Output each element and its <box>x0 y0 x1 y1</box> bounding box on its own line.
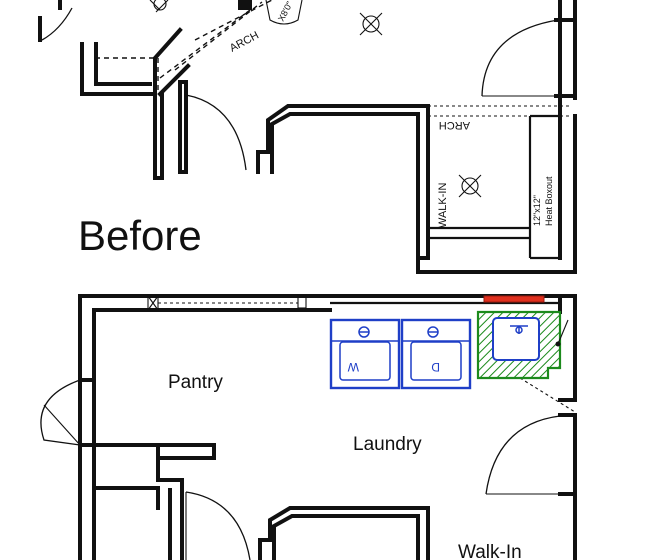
heat-boxout-label: Heat Boxout <box>544 176 554 226</box>
dryer-appliance: D <box>400 318 472 390</box>
utility-sink <box>476 310 569 380</box>
before-left-walls <box>38 0 263 180</box>
before-plan: Before ARCH X8'0" ARCH WALK-IN 12"x12" H… <box>38 0 577 274</box>
pantry-walls <box>40 378 251 560</box>
before-right-walls <box>416 0 577 274</box>
heat-boxout-size: 12"x12" <box>532 195 542 226</box>
light-fixture-icon <box>359 12 383 36</box>
dryer-label: D <box>431 360 440 374</box>
arch-label-top: ARCH <box>228 29 261 54</box>
curved-closet <box>265 0 303 25</box>
light-fixture-icon <box>458 174 482 198</box>
window-post <box>297 295 307 309</box>
before-center-walls <box>256 104 570 260</box>
washer-label: W <box>347 360 359 374</box>
arch-dash-line <box>194 0 273 41</box>
size-tag-label: X8'0" <box>276 0 295 23</box>
walkin-label-bottom: Walk-In <box>458 542 522 560</box>
removed-wall-marker <box>483 295 545 303</box>
walkin-label-top: WALK-IN <box>437 183 449 228</box>
after-plan: W D Pantry Laundry Walk-In <box>40 294 577 560</box>
washer-appliance: W <box>329 318 401 390</box>
walkin-walls-bottom <box>258 506 430 560</box>
arch-post <box>238 0 252 10</box>
arch-label-side: ARCH <box>439 119 470 131</box>
before-title: Before <box>78 212 202 259</box>
light-fixture-icon <box>149 0 169 13</box>
after-right-walls <box>485 313 577 560</box>
pantry-label: Pantry <box>168 372 223 393</box>
laundry-label: Laundry <box>353 434 422 455</box>
